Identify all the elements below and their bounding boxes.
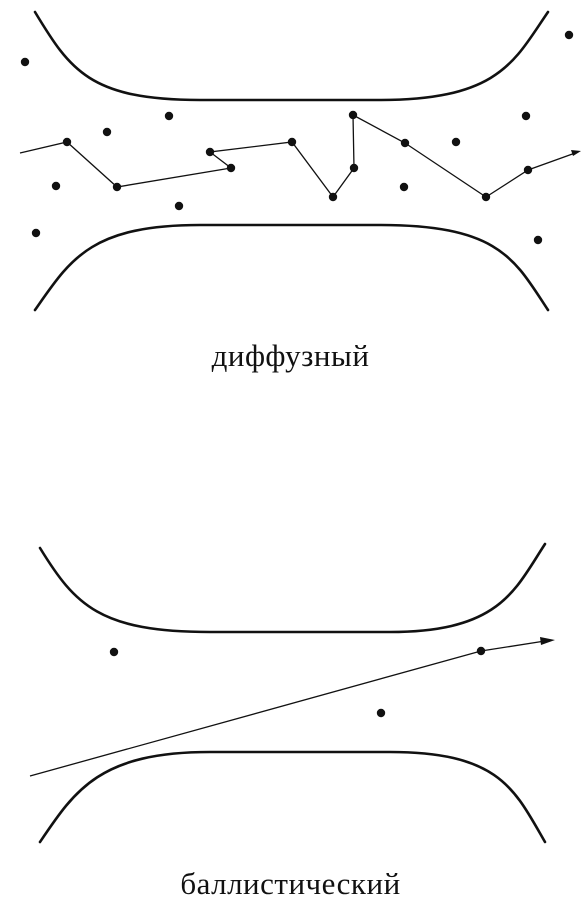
- scatterer: [565, 31, 573, 39]
- scatterer: [400, 183, 408, 191]
- collision-point: [227, 164, 235, 172]
- upper-wall: [40, 544, 545, 632]
- collision-point: [206, 148, 214, 156]
- scatterers: [21, 31, 573, 244]
- ballistic-caption: баллистический: [0, 866, 581, 902]
- ballistic-panel: [0, 530, 581, 860]
- collision-point: [477, 647, 485, 655]
- collision-point: [401, 139, 409, 147]
- scatterer: [534, 236, 542, 244]
- scatterer: [165, 112, 173, 120]
- lower-wall: [35, 225, 548, 310]
- scatterer: [103, 128, 111, 136]
- scatterer: [21, 58, 29, 66]
- diffusive-panel: [0, 0, 581, 330]
- collision-point: [288, 138, 296, 146]
- electron-trajectory: [30, 641, 545, 776]
- scatterer: [110, 648, 118, 656]
- lower-wall: [40, 752, 545, 842]
- scatterer: [175, 202, 183, 210]
- collision-point: [349, 111, 357, 119]
- scatterer: [32, 229, 40, 237]
- collision-point: [524, 166, 532, 174]
- diffusive-caption: диффузный: [0, 338, 581, 374]
- collision-point: [329, 193, 337, 201]
- collision-point: [482, 193, 490, 201]
- upper-wall: [35, 12, 548, 100]
- scatterers: [110, 647, 485, 717]
- scatterer: [377, 709, 385, 717]
- collision-point: [350, 164, 358, 172]
- collision-point: [63, 138, 71, 146]
- scatterer: [452, 138, 460, 146]
- electron-trajectory: [20, 115, 578, 197]
- collision-point: [113, 183, 121, 191]
- scatterer: [52, 182, 60, 190]
- scatterer: [522, 112, 530, 120]
- trajectory-arrowhead: [571, 150, 581, 156]
- trajectory-arrowhead: [540, 637, 555, 645]
